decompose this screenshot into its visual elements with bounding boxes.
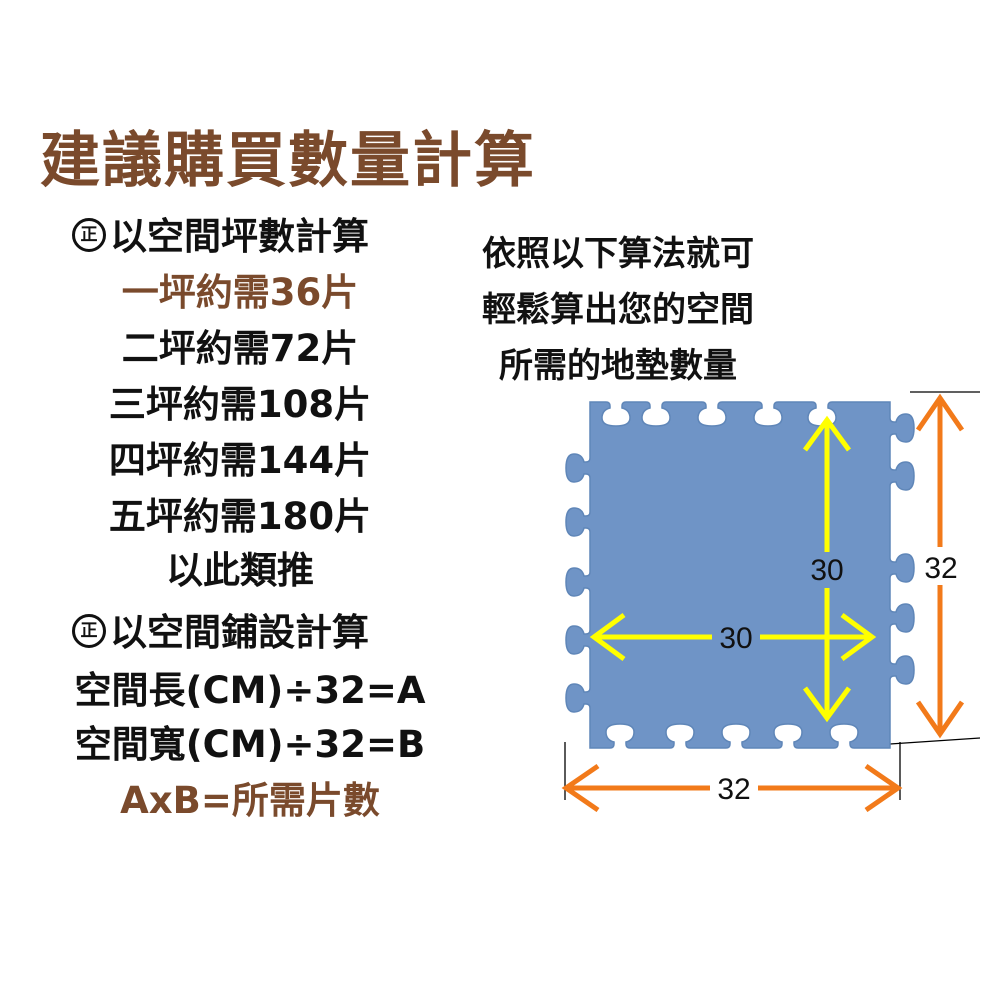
arrow-head-icon [864,763,903,812]
outer-horizontal-label: 32 [717,773,750,806]
method2-heading-row: 正以空間鋪設計算 [72,602,369,656]
inner-horizontal-label: 30 [719,622,752,655]
method1-line: 四坪約需144片 [108,439,372,482]
label-backdrop [918,547,964,585]
method2-formula: AxB=所需片數 [120,779,380,822]
arrow-head-icon [802,686,852,723]
method1-line: 二坪約需72片 [121,327,359,370]
label-backdrop [712,620,760,654]
method1-heading: 以空間坪數計算 [110,215,369,258]
label-backdrop [806,552,848,588]
method1-line: 以此類推 [166,549,314,592]
method1-heading-row: 正以空間坪數計算 [72,206,369,260]
arrow-head-icon [840,612,877,662]
note-line: 輕鬆算出您的空間 [482,290,754,330]
arrow-head-icon [802,415,852,452]
method2-heading: 以空間鋪設計算 [110,611,369,654]
method1-line: 一坪約需36片 [121,271,359,314]
method1-line: 五坪約需180片 [108,495,372,538]
note-line: 依照以下算法就可 [482,234,754,274]
page-title: 建議購買數量計算 [40,126,536,196]
outer-vertical-label: 32 [924,552,957,585]
mat-diagram: 30 30 32 32 [561,391,980,812]
circled-mark-icon: 正 [72,217,106,252]
arrow-head-icon [915,700,965,739]
arrow-head-icon [589,612,626,662]
arrow-head-icon [915,393,965,432]
inner-vertical-label: 30 [810,554,843,587]
note-line: 所需的地墊數量 [499,346,737,386]
circled-mark-icon: 正 [72,613,106,648]
label-backdrop [710,772,758,804]
method2-formula: 空間寬(CM)÷32=B [74,723,426,766]
foam-mat-tile [565,401,915,749]
guide-line [889,737,980,745]
method2-formula: 空間長(CM)÷32=A [74,669,426,712]
method1-line: 三坪約需108片 [108,383,372,426]
arrow-head-icon [561,763,600,812]
